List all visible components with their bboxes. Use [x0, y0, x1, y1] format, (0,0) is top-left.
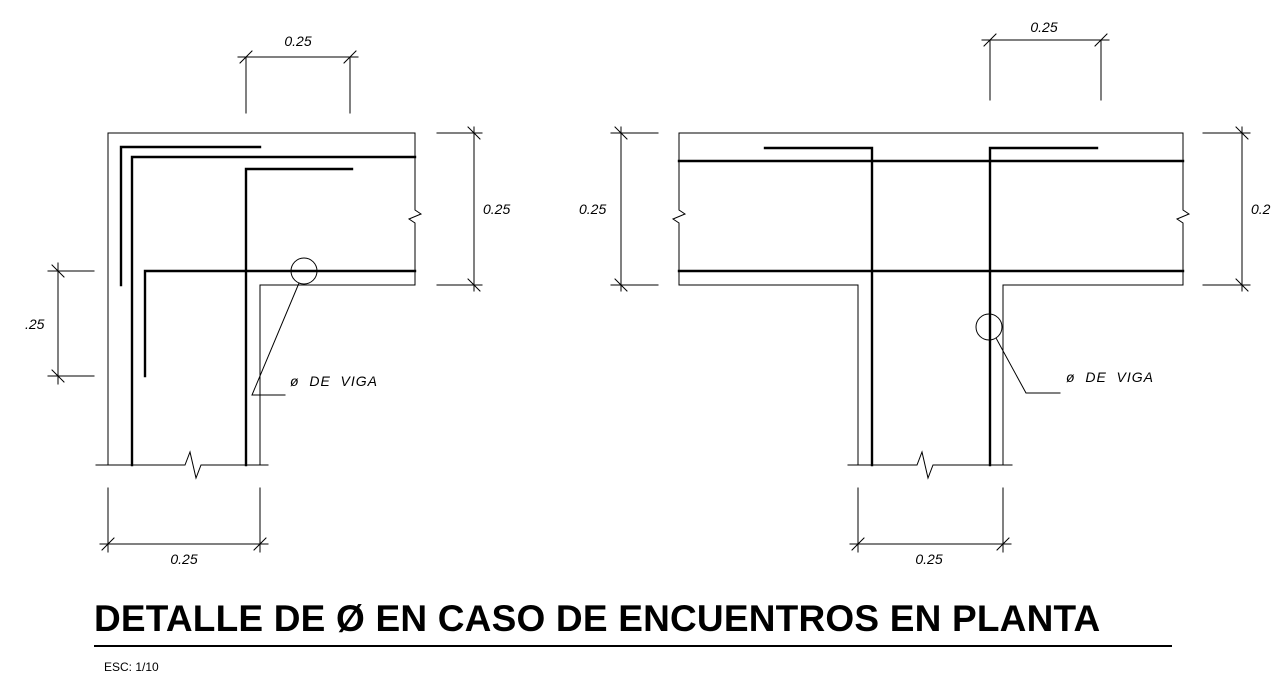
left-outline	[107, 132, 416, 466]
left-dim-left-label: .25	[25, 316, 45, 332]
right-dim-bottom-label: 0.25	[915, 551, 942, 567]
left-rebar-inner	[244, 167, 354, 467]
right-detail	[610, 33, 1251, 553]
right-dim-left	[610, 126, 659, 292]
title-underline	[94, 645, 1172, 647]
left-break-bottom	[95, 450, 269, 480]
scale-label: ESC: 1/10	[104, 660, 159, 674]
right-callout-circle	[975, 313, 1003, 341]
left-dim-left	[47, 262, 95, 385]
right-callout-leader	[995, 337, 1061, 394]
right-dim-left-label: 0.25	[579, 201, 606, 217]
right-rebar-hook-left	[763, 146, 874, 467]
drawing-title: DETALLE DE Ø EN CASO DE ENCUENTROS EN PL…	[94, 598, 1101, 639]
left-callout-leader	[251, 282, 300, 396]
right-dim-right-label: 0.2	[1251, 201, 1271, 217]
right-dim-top-label: 0.25	[1030, 19, 1057, 35]
left-inner-outline	[259, 284, 416, 466]
right-break-left	[671, 132, 687, 286]
left-dim-right-label: 0.25	[483, 201, 510, 217]
left-break-right	[407, 132, 423, 286]
left-dim-top-label: 0.25	[284, 33, 311, 49]
left-callout-label: ø DE VIGA	[290, 373, 378, 389]
left-callout-circle	[290, 257, 318, 285]
left-dim-bottom-label: 0.25	[170, 551, 197, 567]
right-dim-right	[1202, 126, 1251, 292]
left-rebar-outer	[130, 155, 417, 467]
left-detail	[47, 50, 483, 553]
right-dim-bottom	[849, 487, 1012, 553]
left-rebar-corner-a	[119, 145, 262, 287]
right-dim-top	[981, 33, 1110, 101]
left-dim-bottom	[99, 487, 269, 553]
left-rebar-beam	[143, 269, 417, 378]
right-break-right	[1175, 132, 1191, 286]
right-rebar-hook-right	[988, 146, 1099, 467]
right-break-bottom	[847, 450, 1013, 480]
right-callout-label: ø DE VIGA	[1066, 369, 1154, 385]
left-dim-right	[436, 126, 483, 292]
left-dim-top	[237, 50, 359, 114]
right-outline-right-return	[1002, 284, 1184, 466]
right-outline-left-return	[678, 284, 859, 466]
